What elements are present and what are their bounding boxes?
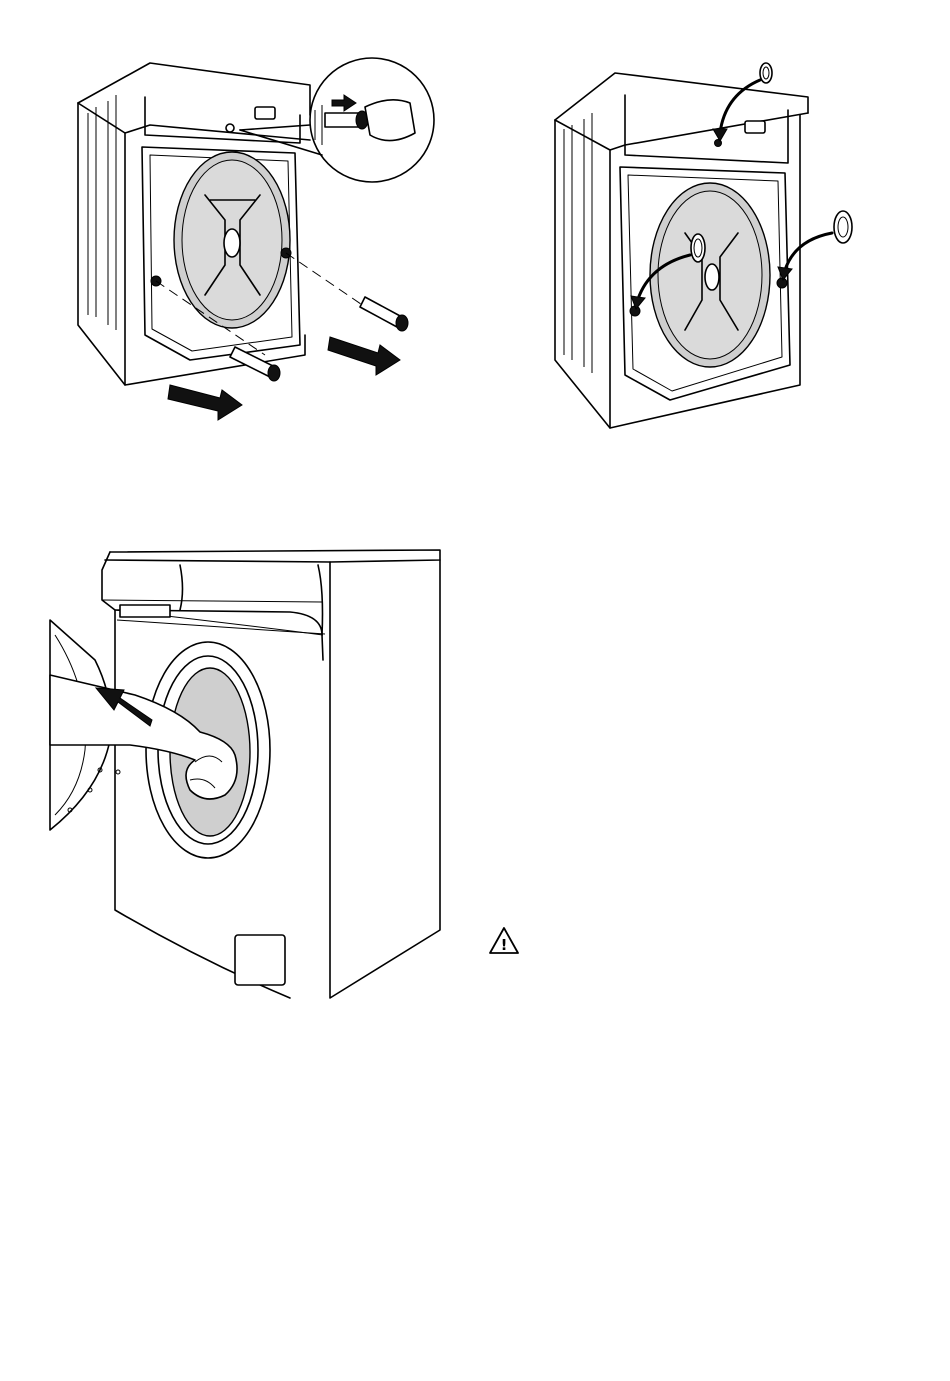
drum-packaging-figure bbox=[40, 540, 450, 1010]
washing-machine-rear-plugs-illustration bbox=[540, 55, 880, 440]
washing-machine-door-hand-illustration bbox=[40, 540, 450, 1010]
transit-bolts-figure bbox=[60, 55, 450, 435]
washing-machine-rear-bolts-illustration bbox=[60, 55, 450, 435]
warning-triangle-icon: ! bbox=[487, 925, 521, 957]
warning-symbol: ! bbox=[501, 936, 508, 954]
plastic-plugs-figure bbox=[540, 55, 880, 440]
